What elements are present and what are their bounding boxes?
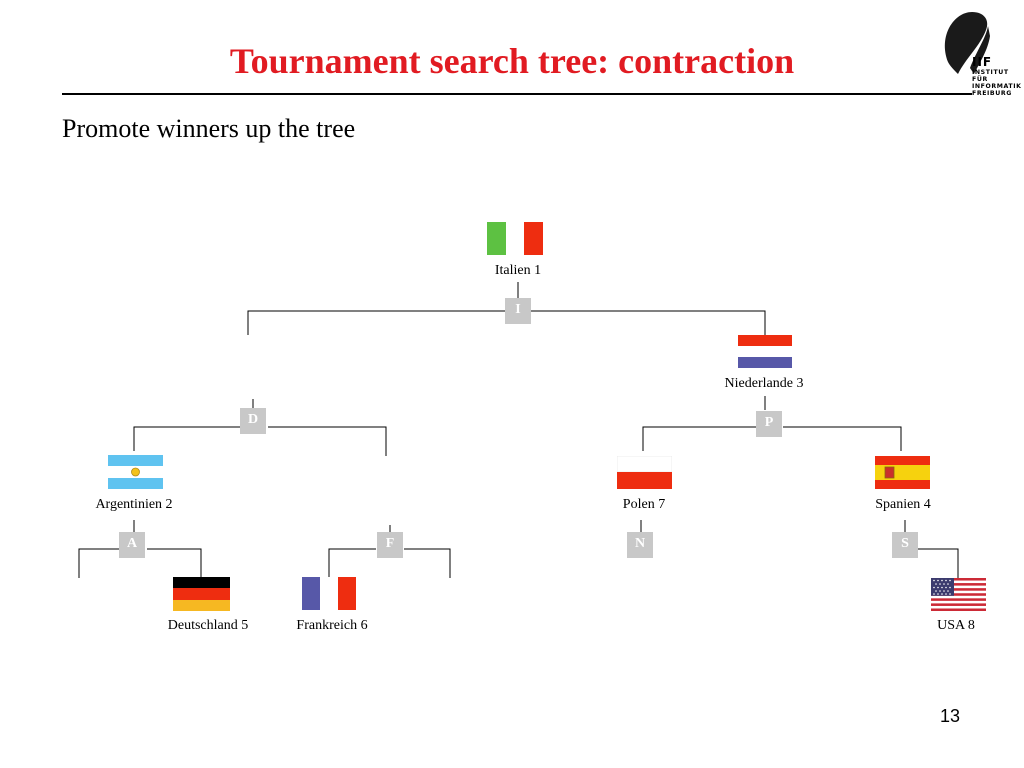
logo-acronym: IIF <box>972 55 993 69</box>
node-s: S <box>892 532 918 558</box>
logo-line-1: INSTITUT FÜR <box>972 69 1009 83</box>
player-label-deutschland: Deutschland 5 <box>167 618 249 633</box>
player-label-spanien: Spanien 4 <box>875 497 931 512</box>
player-label-frankreich: Frankreich 6 <box>296 618 368 633</box>
node-f: F <box>377 532 403 558</box>
node-a: A <box>119 532 145 558</box>
player-label-niederlande: Niederlande 3 <box>724 376 804 391</box>
germany-flag <box>173 577 230 611</box>
player-label-italien: Italien 1 <box>494 263 542 278</box>
iif-logo <box>944 12 990 74</box>
node-p: P <box>756 411 782 437</box>
slide-subtitle: Promote winners up the tree <box>62 114 356 143</box>
node-d: D <box>240 408 266 434</box>
slide-title: Tournament search tree: contraction <box>229 41 795 81</box>
player-label-argentinien: Argentinien 2 <box>95 497 173 512</box>
node-i: I <box>505 298 531 324</box>
logo-line-3: FREIBURG <box>972 90 1012 97</box>
italy-flag <box>487 222 543 255</box>
node-n: N <box>627 532 653 558</box>
argentina-flag <box>108 455 163 489</box>
france-flag <box>302 577 356 610</box>
usa-flag <box>931 578 986 611</box>
player-label-usa: USA 8 <box>937 618 975 633</box>
spain-flag <box>875 456 930 489</box>
page-number: 13 <box>940 706 961 726</box>
player-label-polen: Polen 7 <box>622 497 666 512</box>
logo-text: IIF INSTITUT FÜR INFORMATIK FREIBURG <box>972 55 1024 98</box>
logo-line-2: INFORMATIK <box>972 83 1022 90</box>
netherlands-flag <box>738 335 792 368</box>
title-divider <box>62 93 972 95</box>
poland-flag <box>617 456 672 489</box>
